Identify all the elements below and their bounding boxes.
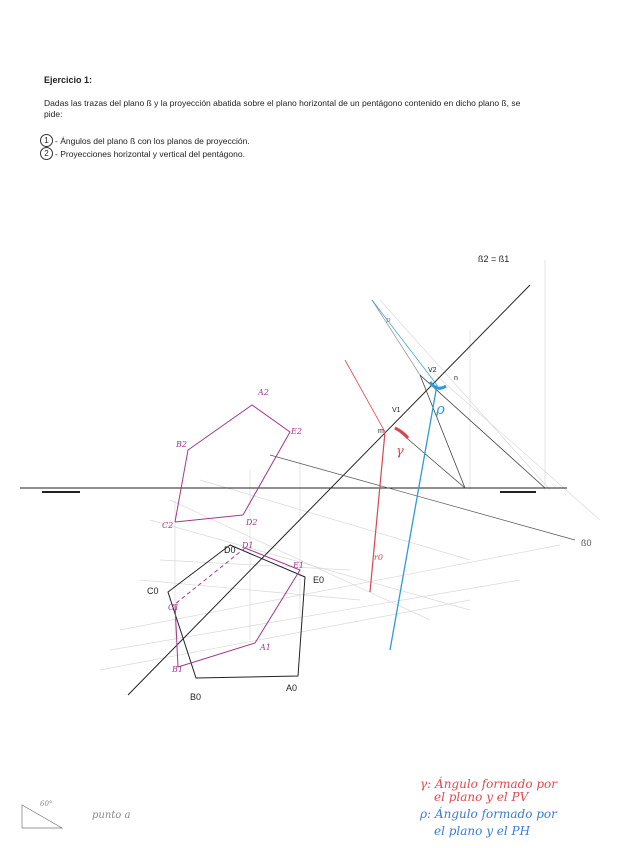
task-1: 1 - Ángulos del plano ß con los planos d… bbox=[40, 134, 250, 147]
legend-rho-line1: ρ: Ángulo formado por bbox=[420, 807, 557, 821]
label-E2: E2 bbox=[290, 427, 302, 436]
footnote-triangle bbox=[21, 804, 64, 829]
task-text: - Ángulos del plano ß con los planos de … bbox=[55, 135, 250, 146]
label-r0: r0 bbox=[374, 553, 383, 562]
label-E1: E1 bbox=[292, 561, 304, 570]
label-A1: A1 bbox=[259, 643, 271, 652]
label-C0: C0 bbox=[147, 586, 159, 596]
label-beta-trace: ß2 = ß1 bbox=[478, 254, 509, 264]
exercise-statement: Dadas las trazas del plano ß y la proyec… bbox=[44, 98, 521, 119]
label-B1: B1 bbox=[171, 665, 183, 674]
task-number: 2 bbox=[40, 147, 53, 160]
footnote-note: punto a bbox=[92, 810, 131, 821]
footnote-angle: 60° bbox=[40, 800, 52, 808]
beta-trace-line bbox=[127, 284, 531, 696]
ground-line bbox=[20, 487, 567, 493]
task-2: 2 - Proyecciones horizontal y vertical d… bbox=[40, 147, 245, 160]
legend-gamma-line2: el plano y el PV bbox=[434, 790, 529, 804]
label-D2: D2 bbox=[245, 518, 258, 527]
exercise-title: Ejercicio 1: bbox=[44, 75, 93, 85]
angle-legend: γ: Ángulo formado por el plano y el PV ρ… bbox=[420, 778, 610, 838]
legend-gamma-line1: γ: Ángulo formado por bbox=[420, 777, 558, 791]
rho-construction bbox=[371, 299, 447, 651]
label-C2: C2 bbox=[162, 521, 173, 530]
label-beta-0: ß0 bbox=[581, 538, 592, 548]
label-p: p bbox=[386, 316, 391, 324]
angle-construction bbox=[371, 299, 546, 489]
label-D0: D0 bbox=[224, 545, 236, 555]
pentagon-horizontal-projection bbox=[174, 547, 301, 668]
label-C1: C1 bbox=[168, 603, 179, 612]
label-v2: V2 bbox=[428, 367, 437, 374]
pentagon-vertical-projection bbox=[174, 404, 291, 523]
beta-0-line bbox=[269, 454, 576, 541]
label-n: n bbox=[454, 375, 458, 382]
label-gamma: γ bbox=[396, 444, 404, 459]
pentagon-abated bbox=[167, 544, 306, 679]
label-A2: A2 bbox=[257, 388, 269, 397]
label-D1: D1 bbox=[241, 541, 254, 550]
label-m: m bbox=[378, 428, 384, 435]
label-v1: V1 bbox=[392, 407, 401, 414]
label-B2: B2 bbox=[175, 440, 187, 449]
task-text: - Proyecciones horizontal y vertical del… bbox=[55, 148, 245, 159]
label-B0: B0 bbox=[190, 692, 201, 702]
label-A0: A0 bbox=[286, 683, 297, 693]
label-rho: ρ bbox=[435, 400, 445, 418]
task-number: 1 bbox=[40, 134, 53, 147]
label-E0: E0 bbox=[313, 575, 324, 585]
gamma-construction bbox=[344, 359, 410, 593]
legend-rho-line2: el plano y el PH bbox=[434, 824, 531, 838]
construction-lines bbox=[99, 260, 601, 671]
